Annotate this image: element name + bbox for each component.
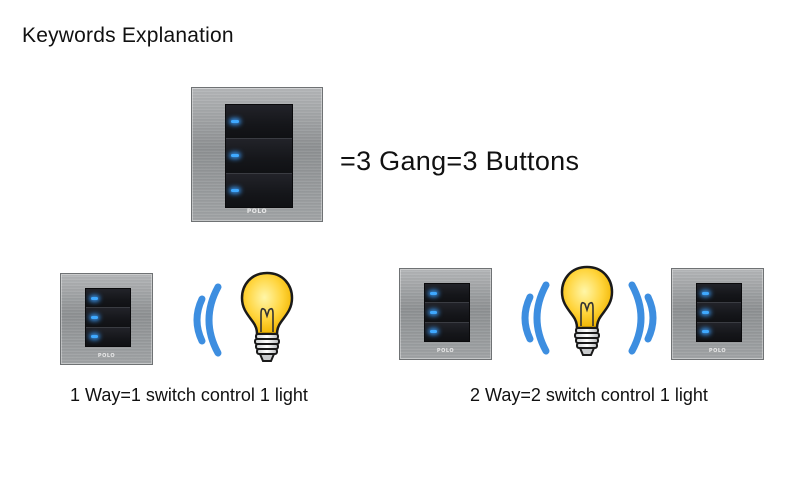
panel-brand: POLO <box>436 348 455 354</box>
switch-panel-1way: POLO <box>60 273 153 365</box>
panel-brand: POLO <box>708 348 727 354</box>
switch-button-2 <box>86 308 130 328</box>
wifi-wave-icon <box>628 281 657 355</box>
led-indicator <box>430 291 437 295</box>
led-indicator <box>231 120 239 124</box>
gang-explanation: =3 Gang=3 Buttons <box>340 146 580 176</box>
led-indicator <box>702 330 709 334</box>
switch-button-2 <box>226 139 292 174</box>
wifi-wave-icon <box>521 281 550 355</box>
led-indicator <box>91 315 98 319</box>
switch-button-1 <box>86 289 130 309</box>
switch-button-1 <box>226 105 292 140</box>
switch-button-2 <box>425 303 469 323</box>
switch-panel-2way-right: POLO <box>671 268 764 360</box>
light-bulb-icon <box>240 271 294 362</box>
led-indicator <box>231 188 239 192</box>
switch-panel-3-gang: POLO <box>191 87 323 222</box>
switch-button-3 <box>86 327 130 346</box>
button-stack <box>85 288 131 347</box>
switch-button-3 <box>425 322 469 341</box>
wifi-wave-icon <box>193 283 222 357</box>
led-indicator <box>91 335 98 339</box>
switch-button-1 <box>425 284 469 304</box>
button-stack <box>424 283 470 342</box>
led-indicator <box>702 291 709 295</box>
page-title: Keywords Explanation <box>22 24 234 47</box>
panel-brand: POLO <box>97 353 116 359</box>
switch-button-1 <box>697 284 741 304</box>
button-stack <box>225 104 293 208</box>
led-indicator <box>430 330 437 334</box>
led-indicator <box>231 154 239 158</box>
led-indicator <box>91 296 98 300</box>
switch-button-2 <box>697 303 741 323</box>
led-indicator <box>430 310 437 314</box>
switch-panel-2way-left: POLO <box>399 268 492 360</box>
button-stack <box>696 283 742 342</box>
led-indicator <box>702 310 709 314</box>
switch-button-3 <box>226 173 292 207</box>
switch-button-3 <box>697 322 741 341</box>
two-way-caption: 2 Way=2 switch control 1 light <box>470 385 708 405</box>
light-bulb-icon <box>560 265 614 356</box>
panel-brand: POLO <box>246 208 268 215</box>
one-way-caption: 1 Way=1 switch control 1 light <box>70 385 308 405</box>
